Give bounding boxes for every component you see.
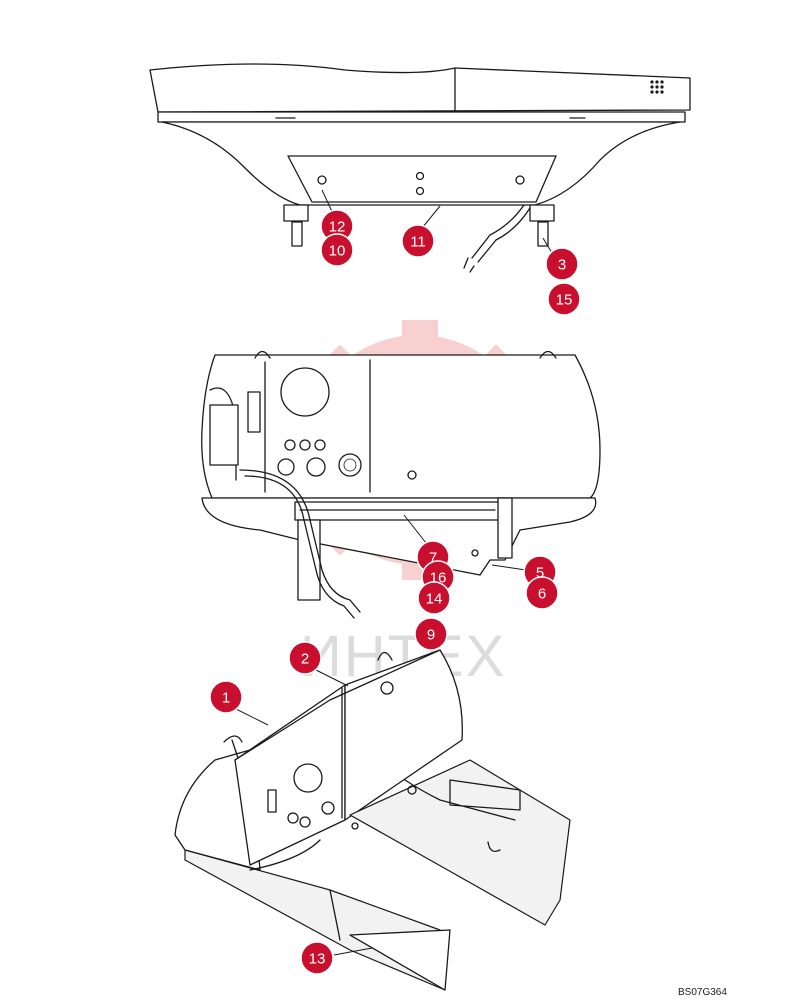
callout-3: 3 xyxy=(545,247,579,281)
svg-text:12: 12 xyxy=(329,219,346,236)
svg-text:15: 15 xyxy=(556,292,573,309)
svg-text:9: 9 xyxy=(427,627,435,644)
svg-text:10: 10 xyxy=(329,243,346,260)
svg-text:11: 11 xyxy=(410,234,426,251)
callout-6: 6 xyxy=(525,576,559,610)
callout-13: 13 xyxy=(300,941,334,975)
svg-text:2: 2 xyxy=(301,651,309,668)
svg-text:13: 13 xyxy=(309,951,326,968)
callout-12: 12 xyxy=(320,209,354,243)
callout-2: 2 xyxy=(288,641,322,675)
svg-text:6: 6 xyxy=(538,586,546,603)
callout-10: 10 xyxy=(320,233,354,267)
drawing-code: BS07G364 xyxy=(678,987,727,998)
callout-11: 11 xyxy=(401,224,435,258)
svg-text:5: 5 xyxy=(536,565,544,582)
callout-14: 14 xyxy=(417,581,451,615)
callout-9: 9 xyxy=(414,617,448,651)
svg-text:14: 14 xyxy=(426,591,443,608)
svg-text:7: 7 xyxy=(429,550,437,567)
callout-1: 1 xyxy=(209,680,243,714)
hood-view xyxy=(149,63,691,273)
frame-view xyxy=(174,649,571,991)
svg-text:3: 3 xyxy=(558,257,566,274)
assembly-view xyxy=(201,350,601,619)
svg-text:1: 1 xyxy=(222,690,230,707)
callout-15: 15 xyxy=(547,282,581,316)
